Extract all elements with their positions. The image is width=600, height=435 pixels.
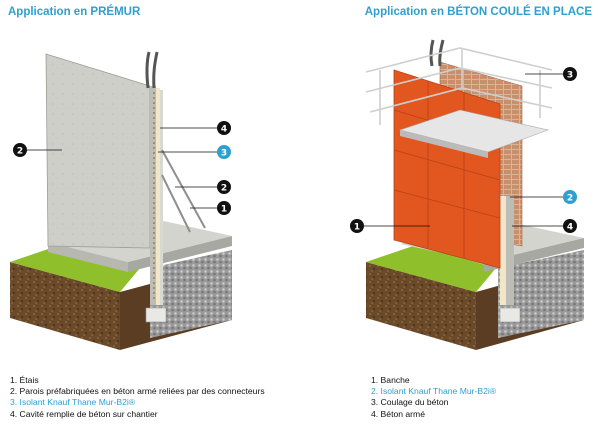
premur-cable-2 xyxy=(152,51,159,89)
premur-marker-2b-label: 2 xyxy=(221,183,227,193)
beton-marker-1: 1 xyxy=(350,219,364,233)
premur-wall-edge-concrete xyxy=(150,86,156,305)
premur-cavity xyxy=(160,90,163,305)
title-beton-coule: Application en BÉTON COULÉ EN PLACE xyxy=(365,6,592,18)
beton-marker-4: 4 xyxy=(563,219,577,233)
premur-soil-front xyxy=(10,262,120,350)
premur-legend: 1. Étais 2. Parois préfabriquées en béto… xyxy=(10,375,265,420)
beton-cable-1 xyxy=(429,39,435,67)
premur-slab-front xyxy=(48,242,128,272)
beton-grass xyxy=(366,245,496,292)
premur-marker-2a: 2 xyxy=(13,143,27,157)
beton-legend-item-1: 1. Banche xyxy=(371,375,410,385)
beton-leaders xyxy=(362,73,564,227)
beton-legend: 1. Banche 2. Isolant Knauf Thane Mur-B2i… xyxy=(371,375,496,420)
premur-insulation xyxy=(156,88,160,305)
title-premur-prefix: Application en xyxy=(8,6,91,18)
premur-prop-2 xyxy=(161,174,191,233)
beton-footing xyxy=(499,307,521,323)
premur-marker-4: 4 xyxy=(217,121,231,135)
premur-gravel xyxy=(150,250,232,338)
premur-marker-2b: 2 xyxy=(217,180,231,194)
beton-scaffold-platform-edge xyxy=(400,130,488,158)
beton-formwork-banche xyxy=(393,69,501,269)
title-beton-prefix: Application en xyxy=(364,6,448,18)
premur-marker-4-label: 4 xyxy=(221,124,227,134)
premur-marker-1-label: 1 xyxy=(221,204,227,214)
beton-marker-3: 3 xyxy=(563,67,577,81)
premur-illustration xyxy=(10,51,232,350)
premur-prop-1 xyxy=(161,149,206,229)
title-premur: Application en PRÉMUR xyxy=(8,6,140,18)
premur-cable-1 xyxy=(145,51,151,89)
beton-legend-item-4: 4. Béton armé xyxy=(371,408,425,419)
title-premur-strong: PRÉMUR xyxy=(90,6,141,18)
title-beton-strong: BÉTON COULÉ EN PLACE xyxy=(447,6,592,18)
beton-soil-front xyxy=(366,262,476,350)
beton-marker-3-label: 3 xyxy=(567,70,573,80)
beton-legend-item-3: 3. Coulage du béton xyxy=(371,397,449,408)
premur-leaders xyxy=(27,127,217,209)
beton-marker-4-label: 4 xyxy=(567,222,573,232)
beton-marker-2-label: 2 xyxy=(567,193,573,203)
premur-legend-item-4: 4. Cavité remplie de béton sur chantier xyxy=(10,408,158,419)
beton-scaffold xyxy=(365,47,553,125)
illustrations: 2 4 3 2 1 3 2 1 4 xyxy=(10,39,584,350)
beton-marker-1-label: 1 xyxy=(354,222,360,232)
premur-legend-item-1: 1. Étais xyxy=(10,375,39,385)
premur-marker-2a-label: 2 xyxy=(17,146,23,156)
beton-legend-item-2: 2. Isolant Knauf Thane Mur-B2i® xyxy=(371,386,497,397)
premur-marker-3-label: 3 xyxy=(221,148,227,158)
premur-legend-item-2: 2. Parois préfabriquées en béton armé re… xyxy=(10,386,265,397)
premur-grass xyxy=(10,245,140,292)
premur-marker-1: 1 xyxy=(217,201,231,215)
premur-precast-wall xyxy=(45,53,151,249)
beton-marker-2: 2 xyxy=(563,190,577,204)
premur-legend-item-3: 3. Isolant Knauf Thane Mur-B2i® xyxy=(10,397,136,408)
beton-illustration xyxy=(365,39,584,350)
beton-reinforced-concrete xyxy=(506,196,514,305)
premur-footing xyxy=(145,307,167,323)
premur-marker-3: 3 xyxy=(217,145,231,159)
beton-insulation xyxy=(500,196,506,305)
